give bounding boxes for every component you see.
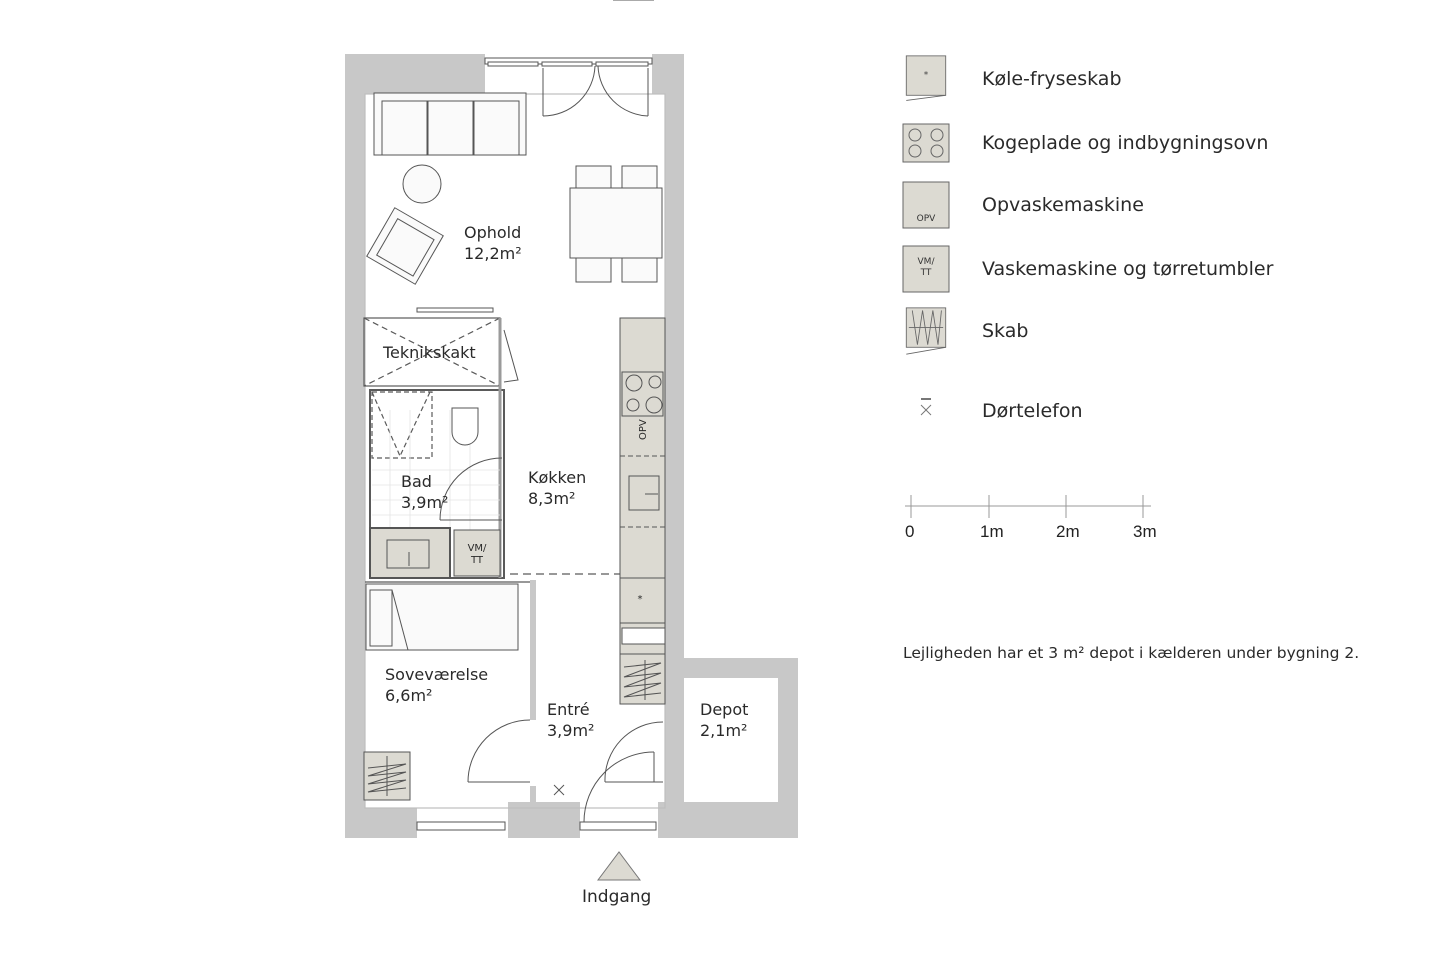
kitchen-counter [619, 317, 666, 705]
legend-item-dishwasher: OPV Opvaskemaskine [902, 180, 1144, 230]
furniture [365, 92, 663, 651]
room-name-kokken: Køkken [528, 468, 586, 487]
windows [416, 57, 657, 831]
svg-text:*: * [638, 594, 643, 605]
scale-tick-2: 2m [1056, 522, 1080, 541]
doors [439, 0, 664, 823]
svg-text:TT: TT [470, 555, 484, 566]
fridge-freezer-icon: * [905, 55, 947, 101]
bedroom-cabinet [363, 751, 411, 801]
room-name-entre: Entré [547, 700, 590, 719]
room-name-teknikskakt: Teknikskakt [382, 343, 476, 362]
hob-oven-icon [902, 123, 950, 163]
legend-item-cabinet: Skab [902, 306, 1028, 356]
legend-item-door-phone: Dørtelefon [902, 386, 1083, 436]
scale-tick-1: 1m [980, 522, 1004, 541]
legend-item-hob: Kogeplade og indbygningsovn [902, 118, 1268, 168]
room-area-bad: 3,9m² [401, 493, 448, 512]
svg-text:OPV: OPV [917, 214, 937, 224]
coffee-table [402, 164, 442, 204]
room-area-sovevaerelse: 6,6m² [385, 686, 432, 705]
room-name-depot: Depot [700, 700, 748, 719]
scale-bar: 0 1m 2m 3m [905, 492, 1165, 552]
dining-table [569, 187, 663, 259]
washer-dryer-icon: VM/ TT [902, 245, 950, 293]
room-area-ophold: 12,2m² [464, 244, 522, 263]
hob [621, 371, 664, 417]
bath-tiles [372, 410, 500, 530]
fridge [619, 577, 666, 624]
door-phone-icon [553, 784, 565, 796]
legend-item-fridge: * Køle-fryseskab [902, 54, 1122, 104]
scale-tick-3: 3m [1133, 522, 1157, 541]
cabinet-icon [905, 307, 947, 355]
room-name-sovevaerelse: Soveværelse [385, 665, 488, 684]
door-phone-icon [920, 398, 932, 416]
room-name-bad: Bad [401, 472, 432, 491]
legend-item-washer-dryer: VM/ TT Vaskemaskine og tørretumbler [902, 244, 1273, 294]
storage-note: Lejligheden har et 3 m² depot i kælderen… [903, 644, 1360, 662]
room-name-ophold: Ophold [464, 223, 521, 242]
scale-ruler [905, 495, 1151, 518]
room-area-entre: 3,9m² [547, 721, 594, 740]
scale-tick-0: 0 [905, 522, 915, 541]
svg-text:TT: TT [920, 268, 932, 278]
dishwasher-icon: OPV [902, 181, 950, 229]
svg-text:*: * [924, 70, 929, 80]
washer-dryer [453, 529, 501, 577]
svg-text:VM/: VM/ [468, 543, 487, 554]
room-area-depot: 2,1m² [700, 721, 747, 740]
svg-text:VM/: VM/ [918, 257, 936, 267]
dishwasher-label: OPV [638, 419, 649, 440]
dining-chair [575, 165, 612, 191]
entrance-label: Indgang [582, 887, 652, 907]
entrance-arrow-icon [597, 851, 641, 881]
sink [628, 475, 660, 511]
bath-fixtures [369, 407, 501, 579]
room-area-kokken: 8,3m² [528, 489, 575, 508]
